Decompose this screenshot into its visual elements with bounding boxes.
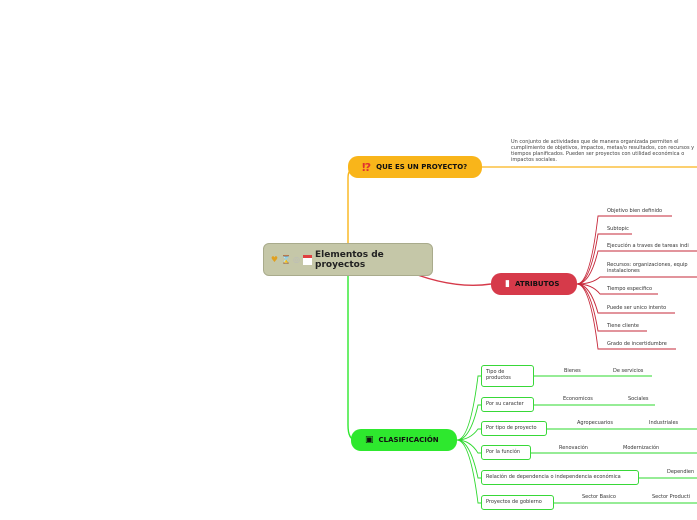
topic-clasificacion-label: CLASIFICACIÓN — [378, 436, 439, 444]
clasificacion-group[interactable]: Tipo de productos — [481, 365, 534, 387]
clasificacion-leaf[interactable]: Industriales — [649, 420, 679, 426]
clasificacion-leaf[interactable]: Modernización — [623, 445, 660, 451]
clipboard-icon: ▮ — [505, 279, 510, 289]
atributo-item[interactable]: Tiene cliente — [607, 323, 640, 329]
topic-que-es-label: QUE ES UN PROYECTO? — [376, 163, 468, 171]
clasificacion-leaf[interactable]: Economicos — [563, 396, 593, 402]
topic-que-es-proyecto[interactable]: ⁉ QUE ES UN PROYECTO? — [348, 156, 482, 178]
clasificacion-leaf[interactable]: Agropecuarios — [577, 420, 613, 426]
clasificacion-group[interactable]: Relación de dependencia o independencia … — [481, 470, 639, 485]
clasificacion-group[interactable]: Proyectos de gobierno — [481, 495, 554, 510]
hourglass-icon: ⌛ — [281, 255, 291, 264]
clasificacion-leaf[interactable]: Sector Producti — [652, 494, 691, 500]
clasificacion-leaf[interactable]: Bienes — [564, 368, 581, 374]
central-icons: ♥ ⌛ ◎ — [270, 254, 312, 265]
atributo-item[interactable]: Tiempo especifico — [607, 286, 653, 292]
clasificacion-leaf[interactable]: Renovación — [559, 445, 588, 451]
clasificacion-group[interactable]: Por su caracter — [481, 397, 534, 412]
topic-atributos[interactable]: ▮ ATRIBUTOS — [491, 273, 577, 295]
central-topic[interactable]: ♥ ⌛ ◎ Elementos de proyectos — [263, 243, 433, 276]
central-topic-label: Elementos de proyectos — [315, 249, 384, 270]
topic-clasificacion[interactable]: ▣ CLASIFICACIÓN — [351, 429, 457, 451]
atributo-item[interactable]: Recursos: organizaciones, equip — [607, 262, 688, 268]
topic-atributos-label: ATRIBUTOS — [514, 280, 560, 288]
briefcase-icon: ▣ — [365, 435, 374, 445]
atributo-item[interactable]: Ejecución a traves de tareas indi — [607, 243, 689, 249]
atributo-item[interactable]: Subtopic — [607, 226, 629, 232]
clasificacion-leaf[interactable]: De servicios — [613, 368, 644, 374]
atributo-item[interactable]: instalaciones — [607, 268, 640, 274]
calendar-icon — [303, 254, 312, 265]
atributo-item[interactable]: Puede ser unico intento — [607, 305, 667, 311]
que-es-description: Un conjunto de actividades que de manera… — [511, 139, 695, 163]
clasificacion-leaf[interactable]: Sociales — [628, 396, 649, 402]
atributo-item[interactable]: Grado de incertidumbre — [607, 341, 667, 347]
clasificacion-leaf[interactable]: Dependien — [667, 469, 695, 475]
clasificacion-leaf[interactable]: Sector Basico — [582, 494, 616, 500]
heart-icon: ♥ — [270, 255, 279, 264]
interrobang-icon: ⁉ — [362, 160, 372, 174]
atributo-item[interactable]: Objetivo bien definido — [607, 208, 663, 214]
spiral-icon: ◎ — [293, 255, 300, 264]
clasificacion-group[interactable]: Por tipo de proyecto — [481, 421, 547, 436]
clasificacion-group[interactable]: Por la función — [481, 445, 531, 460]
